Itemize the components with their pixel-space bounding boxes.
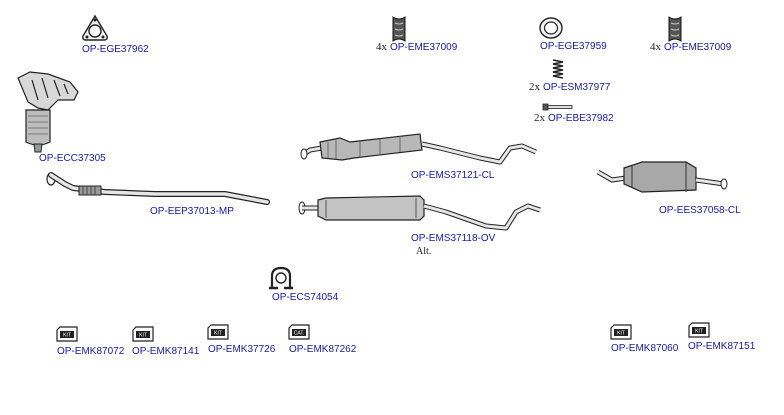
center-pipe-alt xyxy=(298,195,541,231)
kit-box-icon-2: KIT xyxy=(132,326,154,342)
gasket-triangle-icon xyxy=(82,14,108,41)
part-label: OP-EME37009 xyxy=(390,42,458,53)
part-ecc37305[interactable]: OP-ECC37305 xyxy=(39,153,106,164)
rubber-mount-icon xyxy=(392,16,406,42)
front-pipe xyxy=(46,172,270,205)
part-label: OP-EMK87262 xyxy=(289,344,357,355)
part-label: OP-EMS37121-CL xyxy=(411,170,495,181)
rubber-mount-icon-2 xyxy=(668,16,682,42)
part-qty: 2x xyxy=(529,81,540,93)
cat-kit-box-icon: CAT. xyxy=(288,324,310,340)
part-label: OP-EGE37962 xyxy=(82,44,149,55)
part-label: OP-EMK87141 xyxy=(132,346,200,357)
kit-box-icon-3: KIT xyxy=(207,324,229,340)
part-label: OP-EMK87151 xyxy=(688,341,756,352)
spring-icon xyxy=(552,59,564,79)
part-label: OP-EME37009 xyxy=(664,42,732,53)
part-label: OP-EGE37959 xyxy=(540,41,607,52)
part-emk87072[interactable]: OP-EMK87072 xyxy=(57,346,124,357)
part-ees37058[interactable]: OP-EES37058-CL xyxy=(659,205,741,216)
part-label: OP-ECC37305 xyxy=(39,153,106,164)
cat-label: CAT. xyxy=(294,331,304,337)
part-ege37962[interactable]: OP-EGE37962 xyxy=(82,44,149,55)
part-ege37959[interactable]: OP-EGE37959 xyxy=(540,41,607,52)
kit-box-icon: KIT xyxy=(56,326,78,342)
part-qty: 4x xyxy=(650,41,661,53)
gasket-ring-icon xyxy=(539,17,563,39)
part-label: OP-EMK87072 xyxy=(57,346,125,357)
kit-label: KIT xyxy=(617,331,625,337)
catalytic-converter-manifold xyxy=(17,71,79,153)
part-qty: 2x xyxy=(534,112,545,124)
part-label: OP-EBE37982 xyxy=(548,113,614,124)
kit-label: KIT xyxy=(695,329,703,335)
part-qty: 4x xyxy=(376,41,387,53)
kit-label: KIT xyxy=(63,333,71,339)
part-emk37726[interactable]: OP-EMK37726 xyxy=(208,344,275,355)
part-emk87262[interactable]: OP-EMK87262 xyxy=(289,344,356,355)
part-label: OP-ECS74054 xyxy=(272,292,339,303)
part-label: OP-EMK37726 xyxy=(208,344,276,355)
part-emk87141[interactable]: OP-EMK87141 xyxy=(132,346,199,357)
clamp-icon xyxy=(269,266,293,290)
part-ems37121[interactable]: OP-EMS37121-CL xyxy=(411,170,494,181)
part-ems37118[interactable]: OP-EMS37118-OV xyxy=(411,233,495,244)
kit-box-icon-5: KIT xyxy=(688,322,710,338)
kit-box-icon-4: KIT xyxy=(610,324,632,340)
rear-silencer xyxy=(596,161,728,193)
part-label: OP-EEP37013-MP xyxy=(150,206,234,217)
part-emk87060[interactable]: OP-EMK87060 xyxy=(611,343,678,354)
alt-note: Alt. xyxy=(416,246,432,257)
part-label: OP-EMS37118-OV xyxy=(411,233,496,244)
kit-label: KIT xyxy=(139,333,147,339)
bolt-icon xyxy=(542,103,573,111)
kit-label: KIT xyxy=(214,331,222,337)
part-label: OP-ESM37977 xyxy=(543,82,611,93)
part-emk87151[interactable]: OP-EMK87151 xyxy=(688,341,755,352)
part-label: OP-EMK87060 xyxy=(611,343,679,354)
part-ecs74054[interactable]: OP-ECS74054 xyxy=(272,292,338,303)
center-silencer xyxy=(300,133,537,165)
part-eep37013[interactable]: OP-EEP37013-MP xyxy=(150,206,234,217)
part-label: OP-EES37058-CL xyxy=(659,205,741,216)
